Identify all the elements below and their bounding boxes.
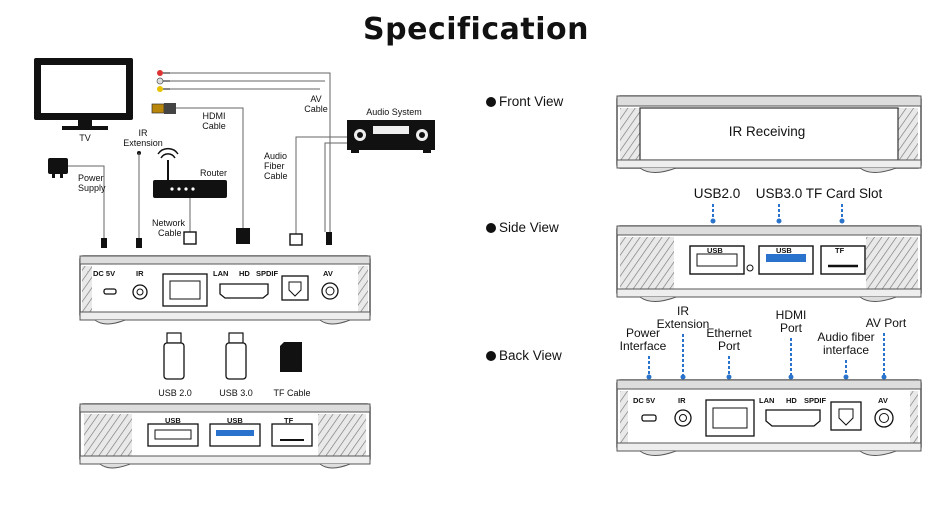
left-side-usb-label-1: USB: [165, 416, 181, 425]
audio-fiber-interface-label-1: Audio fiber: [817, 330, 874, 344]
back-port-spdif-label: SPDIF: [804, 396, 827, 405]
hdmi-port-label-1: HDMI: [776, 308, 807, 322]
side-port-usb-label-2: USB: [776, 246, 792, 255]
left-side-usb-label-2: USB: [227, 416, 243, 425]
audio-system-icon: [347, 120, 435, 153]
ir-extension-right-label-2: Extension: [657, 317, 710, 331]
hdmi-cable-label-1: HDMI: [203, 111, 226, 121]
power-interface-label-1: Power: [626, 326, 660, 340]
power-interface-label-2: Interface: [620, 339, 667, 353]
tf-card-icon: [280, 342, 302, 372]
side-usb30-label: USB3.0: [756, 186, 803, 201]
front-view-label: Front View: [499, 94, 564, 109]
left-usb30-label: USB 3.0: [219, 388, 253, 398]
network-cable-label-2: Cable: [158, 228, 182, 238]
side-view-bullet: [486, 223, 496, 233]
back-port-hd-label: HD: [786, 396, 797, 405]
left-port-lan-label: LAN: [213, 269, 228, 278]
side-tf-slot-label: TF Card Slot: [806, 186, 883, 201]
network-cable-label-1: Network: [152, 218, 186, 228]
av-box-plug-icon: [326, 232, 332, 245]
tv-label: TV: [79, 133, 91, 143]
power-supply-label-2: Supply: [78, 183, 106, 193]
ir-extension-label-1: IR: [139, 128, 149, 138]
page-title: Specification: [363, 12, 589, 47]
audio-fiber-label-3: Cable: [264, 171, 288, 181]
side-view-box: [616, 225, 922, 302]
back-port-av-label: AV: [878, 396, 888, 405]
audio-system-label: Audio System: [366, 107, 422, 117]
ethernet-port-label-1: Ethernet: [706, 326, 752, 340]
hdmi-port-label-2: Port: [780, 321, 803, 335]
left-back-panel: [79, 255, 371, 325]
back-view-bullet: [486, 351, 496, 361]
tv-icon: [34, 58, 133, 130]
ir-plug-icon: [136, 238, 142, 248]
side-usb20-label: USB2.0: [694, 186, 741, 201]
hdmi-box-plug-icon: [236, 228, 250, 244]
front-view-bullet: [486, 97, 496, 107]
left-side-tf-label: TF: [284, 416, 294, 425]
side-view-label: Side View: [499, 220, 559, 235]
power-supply-label-1: Power: [78, 173, 104, 183]
back-view-box: [616, 379, 922, 456]
router-icon: [153, 148, 227, 198]
dc-plug-icon: [101, 238, 107, 248]
usb20-stick-icon: [163, 332, 185, 380]
back-port-ir-label: IR: [678, 396, 686, 405]
audio-fiber-label-2: Fiber: [264, 161, 285, 171]
ir-receiving-label: IR Receiving: [729, 124, 806, 139]
rj45-plug-icon: [183, 231, 197, 245]
left-tf-label: TF Cable: [273, 388, 310, 398]
av-port-label: AV Port: [866, 316, 907, 330]
audio-fiber-interface-label-2: interface: [823, 343, 869, 357]
left-usb20-label: USB 2.0: [158, 388, 192, 398]
hdmi-cable-label-2: Cable: [202, 121, 226, 131]
left-side-panel: [79, 403, 371, 469]
usb30-stick-icon: [225, 332, 247, 380]
back-port-dc-label: DC 5V: [633, 396, 655, 405]
back-port-lan-label: LAN: [759, 396, 774, 405]
audio-fiber-label-1: Audio: [264, 151, 287, 161]
av-plugs-icon: [156, 70, 170, 92]
front-view-box: [616, 95, 922, 173]
side-port-usb-label-1: USB: [707, 246, 723, 255]
ir-extension-label-2: Extension: [123, 138, 163, 148]
left-port-ir-label: IR: [136, 269, 144, 278]
left-port-av-label: AV: [323, 269, 333, 278]
left-port-hd-label: HD: [239, 269, 250, 278]
side-port-tf-label: TF: [835, 246, 845, 255]
av-cable-label-2: Cable: [304, 104, 328, 114]
left-port-dc-label: DC 5V: [93, 269, 115, 278]
ethernet-port-label-2: Port: [718, 339, 741, 353]
back-view-label: Back View: [499, 348, 562, 363]
av-cable-label-1: AV: [310, 94, 321, 104]
spdif-plug-icon: [289, 233, 303, 246]
power-adapter-icon: [48, 158, 68, 178]
hdmi-plug-icon: [151, 103, 176, 114]
ir-extension-right-label-1: IR: [677, 304, 689, 318]
router-label: Router: [200, 168, 227, 178]
left-port-spdif-label: SPDIF: [256, 269, 279, 278]
